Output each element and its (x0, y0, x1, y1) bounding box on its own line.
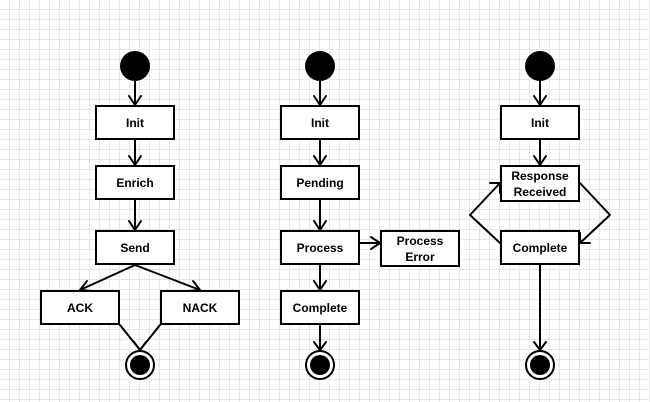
d2-process-label: Process (296, 240, 344, 255)
d1-ack-state[interactable]: ACK (40, 290, 120, 325)
end-node-3-core (530, 355, 550, 375)
start-node-1 (120, 51, 150, 81)
d3-response-received-label: Response Received (511, 168, 569, 199)
d2-process-state[interactable]: Process (280, 230, 360, 265)
d3-complete-label: Complete (512, 240, 568, 255)
edge-send-ack (79, 264, 136, 291)
d2-init-label: Init (311, 115, 329, 130)
d2-process-error-state[interactable]: Process Error (380, 230, 460, 267)
d1-nack-label: NACK (182, 300, 218, 315)
arrowhead (579, 232, 591, 244)
edge-response-complete (579, 182, 611, 244)
d1-enrich-state[interactable]: Enrich (95, 165, 175, 200)
edge-send-nack (134, 264, 201, 291)
d1-init-label: Init (126, 115, 144, 130)
d3-init-label: Init (531, 115, 549, 130)
d2-complete-state[interactable]: Complete (280, 290, 360, 325)
d2-pending-state[interactable]: Pending (280, 165, 360, 200)
d1-enrich-label: Enrich (116, 175, 154, 190)
d2-init-state[interactable]: Init (280, 105, 360, 140)
d1-send-state[interactable]: Send (95, 230, 175, 265)
end-node-2-core (310, 355, 330, 375)
d1-send-label: Send (120, 240, 150, 255)
d1-init-state[interactable]: Init (95, 105, 175, 140)
arrowhead (133, 341, 147, 351)
d2-process-error-label: Process Error (396, 233, 444, 264)
d2-complete-label: Complete (292, 300, 348, 315)
d1-ack-label: ACK (67, 300, 93, 315)
start-node-3 (525, 51, 555, 81)
edge-complete-response (469, 182, 501, 244)
start-node-2 (305, 51, 335, 81)
d3-response-received-state[interactable]: Response Received (500, 165, 580, 202)
d1-nack-state[interactable]: NACK (160, 290, 240, 325)
d3-init-state[interactable]: Init (500, 105, 580, 140)
d3-complete-state[interactable]: Complete (500, 230, 580, 265)
d2-pending-label: Pending (296, 175, 344, 190)
end-node-1-core (130, 355, 150, 375)
